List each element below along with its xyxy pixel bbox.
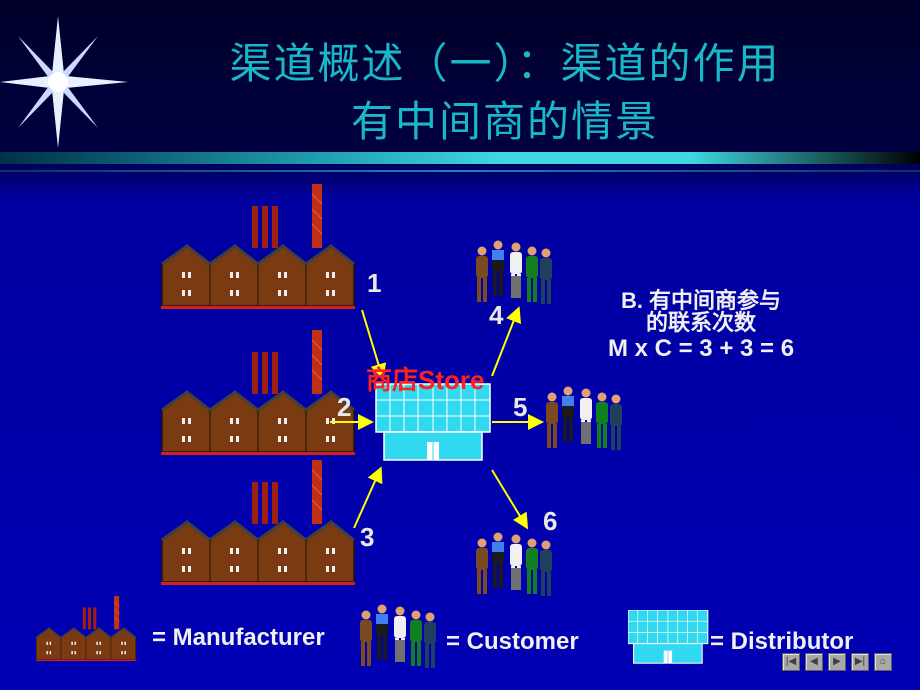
link-number-2: 2 [337,392,352,422]
link-number-4: 4 [489,300,504,330]
slide-navigation: |◀ ◀ ▶ ▶| ⌂ [782,651,897,671]
prev-icon[interactable]: ◀ [805,653,823,671]
home-icon[interactable]: ⌂ [874,653,892,671]
link-number-1: 1 [367,268,382,298]
arrow-3 [353,466,383,529]
arrow-1 [361,309,387,380]
manufacturer-1 [159,182,357,311]
legend-customer-icon [358,604,440,670]
last-icon[interactable]: ▶| [851,653,869,671]
legend-factory-icon [36,596,138,662]
customer-group-4 [476,241,552,305]
manufacturer-2 [159,328,357,457]
first-icon[interactable]: |◀ [782,653,800,671]
note-line-2: 的联系次数 [645,310,756,335]
link-number-5: 5 [513,392,528,422]
arrow-6 [491,469,529,530]
note-line-1: B. 有中间商参与 [620,288,782,313]
store-label: 商店Store [366,365,485,395]
legend-customer: = Customer [446,628,579,655]
link-number-6: 6 [543,506,558,536]
starburst-logo [0,16,128,148]
contact-count-note: B. 有中间商参与 的联系次数 M x C = 3 + 3 = 6 [586,290,816,362]
link-number-3: 3 [360,522,375,552]
legend-store-icon [628,610,709,664]
arrow-4 [491,306,522,377]
customer-group-5 [546,387,622,451]
legend-manufacturer: = Manufacturer [152,624,325,651]
title-divider [0,170,920,172]
next-icon[interactable]: ▶ [828,653,846,671]
title-line-2: 有中间商的情景 [350,97,659,146]
customer-group-6 [476,533,552,597]
note-formula: M x C = 3 + 3 = 6 [607,335,795,362]
title-band [0,152,920,164]
legend-distributor: = Distributor [710,628,854,655]
manufacturer-3 [159,458,357,587]
title-line-1: 渠道概述（一）：渠道的作用 [229,39,781,88]
